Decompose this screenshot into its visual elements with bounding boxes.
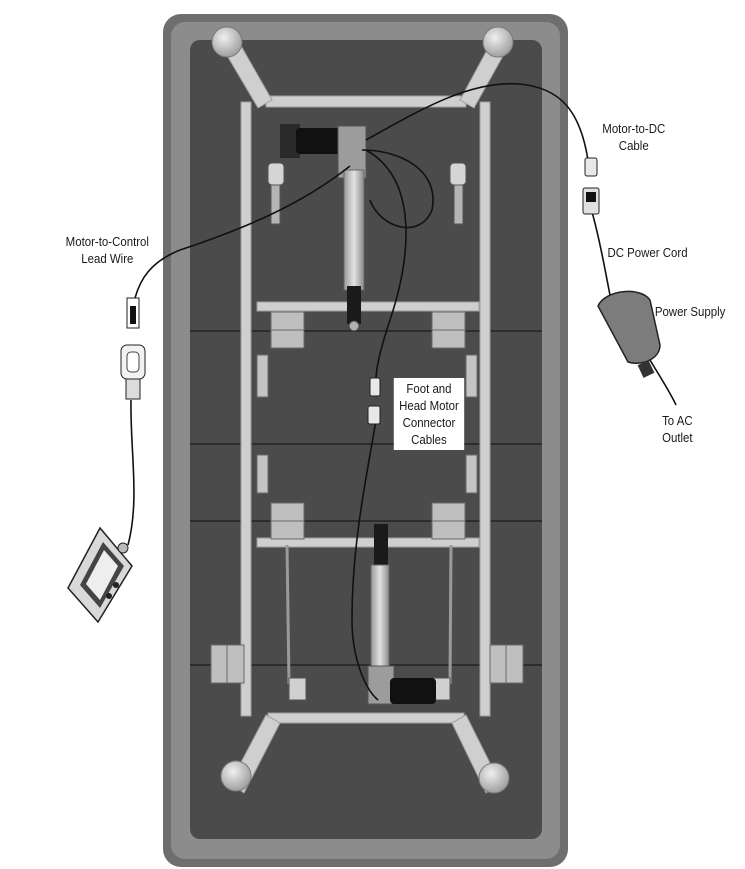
foot-and-head-motor-connector-cables-label: Foot and Head Motor Connector Cables xyxy=(393,378,465,450)
to-ac-outlet-label: To AC Outlet xyxy=(662,413,693,445)
hand-control-remote xyxy=(67,526,133,624)
connector-plugs xyxy=(367,157,600,425)
head-motor xyxy=(280,124,367,332)
head-linkage xyxy=(267,162,467,225)
lead-wire-connectors xyxy=(120,297,146,400)
motor-to-dc-cable-label: Motor-to-DC Cable xyxy=(602,121,666,153)
foot-motor xyxy=(367,524,436,705)
side-brackets xyxy=(256,354,478,494)
power-supply-label: Power Supply xyxy=(654,304,726,319)
dc-power-cord-label: DC Power Cord xyxy=(607,245,688,260)
foot-linkage xyxy=(285,544,453,701)
cables xyxy=(127,82,677,701)
motor-to-control-lead-wire-label: Motor-to-Control Lead Wire xyxy=(65,234,149,266)
hinges xyxy=(210,311,524,684)
bed-base xyxy=(163,14,568,867)
power-supply-brick xyxy=(597,290,661,378)
corner-glides xyxy=(211,26,514,794)
